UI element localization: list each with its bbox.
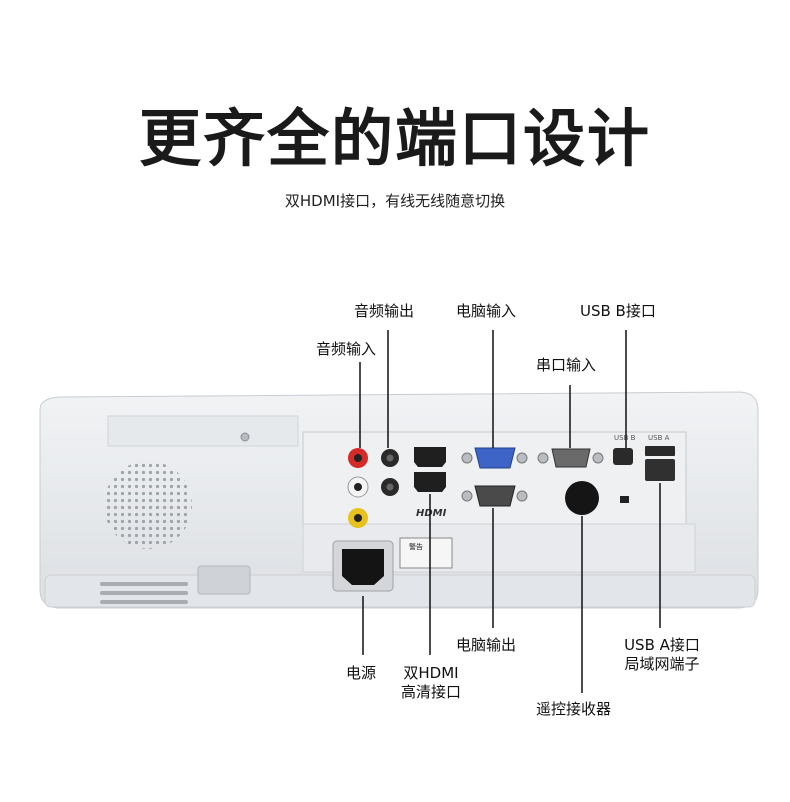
label-ir-receiver: 遥控接收器 [536,700,612,718]
label-usb-a-line1: USB A接口 [624,636,700,654]
serial-port [537,448,604,468]
usb-a-print: USB A [648,434,670,442]
label-pc-out: 电脑输出 [456,636,517,654]
label-audio-out: 音频输出 [354,302,415,320]
hdmi-logo: HDMI [416,508,447,519]
lan-port [645,459,675,481]
label-pc-in: 电脑输入 [456,302,517,320]
label-hdmi-line1: 双HDMI [403,664,459,682]
page-title: 更齐全的端口设计 [138,102,651,175]
label-power: 电源 [346,664,377,682]
warning-label: 警告 [399,537,453,569]
page-subtitle: 双HDMI接口，有线无线随意切换 [284,192,506,210]
usb-a-port [645,446,675,456]
label-hdmi: 双HDMI 高清接口 [394,664,468,702]
label-usb-a-lan: USB A接口 局域网端子 [612,636,712,674]
label-usb-a-line2: 局域网端子 [624,655,700,673]
ir-receiver [565,481,599,515]
label-usb-b: USB B接口 [580,302,656,320]
label-serial-in: 串口输入 [536,356,597,374]
usb-b-port [613,448,633,465]
power-socket [332,540,394,592]
audio-mini-jacks [381,449,399,496]
hdmi-ports [414,447,446,492]
svg-text:警告: 警告 [409,542,423,551]
vga-in-port [461,447,528,469]
label-audio-in: 音频输入 [316,340,377,358]
vent-slots [100,582,188,604]
leader-lines [359,330,661,693]
vga-out-port [461,485,528,507]
speaker-grille [104,461,192,549]
kensington-slot [620,496,629,503]
usb-b-print: USB B [614,434,636,442]
rca-jacks [347,448,369,528]
label-hdmi-line2: 高清接口 [400,683,461,701]
foot-block [197,565,251,595]
